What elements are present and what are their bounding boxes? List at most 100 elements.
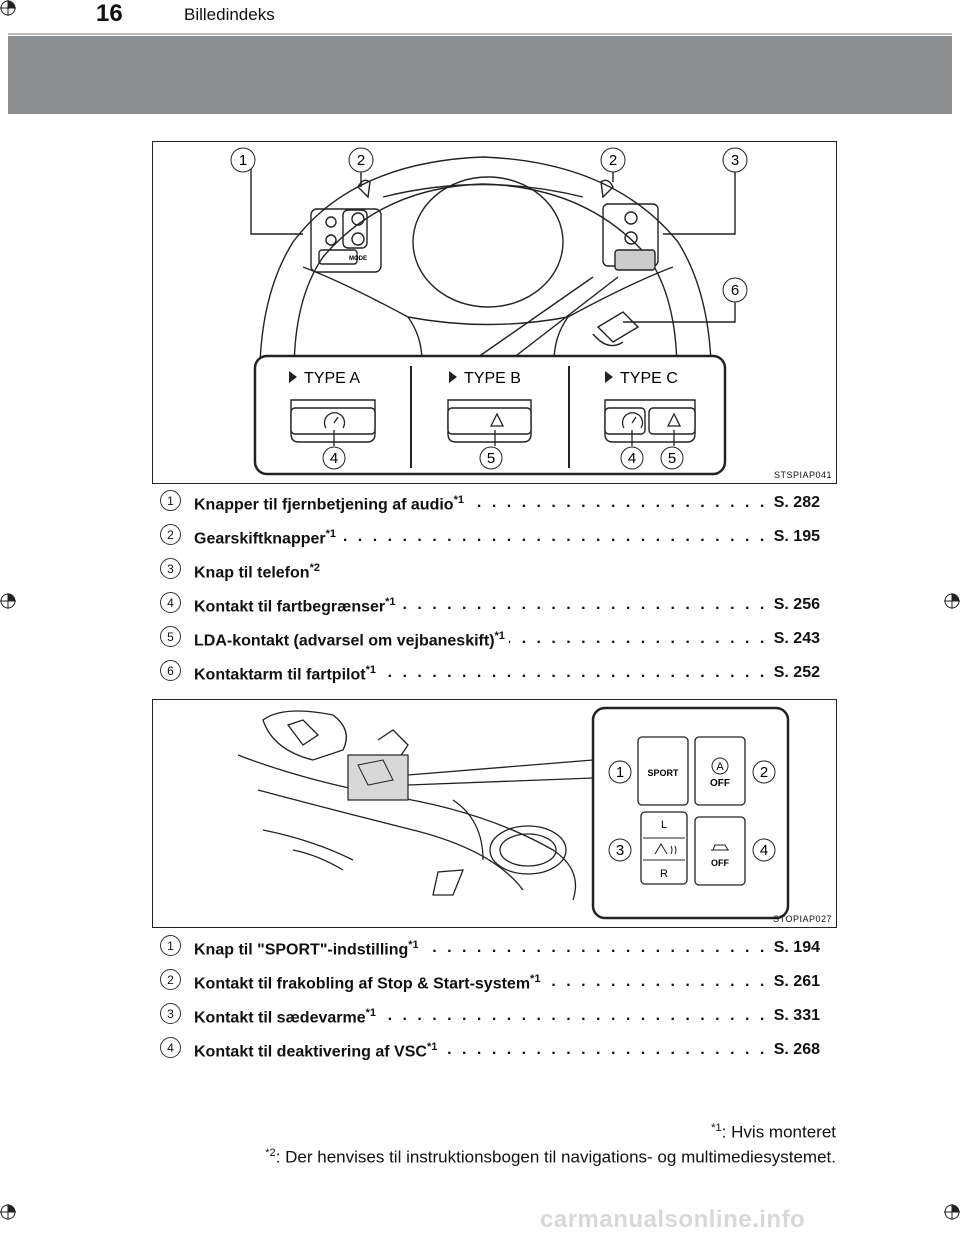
item-page-ref[interactable]: S. 243 [769, 630, 820, 648]
steering-controls-list: 1 . . . . . . . . . . . . . . . . . . . … [160, 488, 820, 692]
switch-detail-panel [591, 706, 790, 920]
item-footnote-mark: *1 [494, 630, 505, 642]
item-number-badge: 3 [160, 1003, 181, 1024]
figure-code: STOPIAP027 [773, 914, 832, 924]
item-number-badge: 6 [160, 660, 181, 681]
callout-3: 3 [616, 842, 624, 859]
type-b-label: TYPE B [464, 370, 521, 387]
list-item: 1 . . . . . . . . . . . . . . . . . . . … [160, 933, 820, 967]
item-footnote-mark: *1 [426, 1041, 438, 1053]
list-item: 3 Knap til telefon*2 [160, 556, 820, 590]
header-bar [8, 36, 952, 114]
callout-4b: 4 [628, 450, 636, 467]
item-label: Kontaktarm til fartpilot [194, 666, 366, 684]
item-number-badge: 4 [160, 1037, 181, 1058]
callouts-top: 1 2 2 3 6 [230, 147, 748, 303]
vsc-icon [711, 844, 729, 851]
callout-1: 1 [616, 764, 624, 781]
item-label: Kontakt til fartbegrænser [194, 598, 386, 616]
auto-icon-letter: A [716, 761, 724, 773]
list-item: 2 . . . . . . . . . . . . . . . . . . . … [160, 967, 820, 1001]
registration-mark-icon [0, 0, 16, 16]
list-item: 4 . . . . . . . . . . . . . . . . . . . … [160, 1035, 820, 1069]
sport-button [637, 736, 689, 806]
callout-2a: 2 [357, 152, 365, 169]
callout-2: 2 [760, 764, 768, 781]
seat-heater-switch [640, 811, 688, 885]
type-c-arrow-icon [605, 371, 613, 383]
steering-wheel-illustration: MODE 1 2 2 3 6 TYPE A TYPE B TYPE C [230, 147, 748, 476]
stop-start-off-button [694, 736, 746, 806]
type-b-arrow-icon [449, 371, 457, 383]
registration-mark-icon [0, 1204, 16, 1220]
vsc-off-button [694, 816, 746, 886]
item-page-ref[interactable]: S. 194 [769, 939, 820, 957]
list-item: 4 . . . . . . . . . . . . . . . . . . . … [160, 590, 820, 624]
callout-4a: 4 [330, 450, 338, 467]
item-footnote-mark: *1 [408, 939, 419, 951]
item-number-badge: 5 [160, 626, 181, 647]
item-footnote-mark: *1 [530, 973, 541, 985]
seat-left-label: L [661, 819, 667, 831]
header-rule [8, 33, 952, 35]
callout-2b: 2 [609, 152, 617, 169]
item-page-ref[interactable]: S. 282 [769, 494, 820, 512]
lda-icon [489, 412, 505, 427]
footnote-1: *1: Hvis monteret [711, 1122, 836, 1143]
seat-heater-icon [654, 843, 677, 855]
callout-1: 1 [239, 152, 247, 169]
page-number: 16 [96, 0, 123, 27]
console-controls-list: 1 . . . . . . . . . . . . . . . . . . . … [160, 933, 820, 1069]
center-console-illustration: SPORT A OFF L R OFF 1 2 3 4 [237, 706, 790, 920]
steering-wheel-figure: MODE 1 2 2 3 6 TYPE A TYPE B TYPE C [152, 141, 837, 484]
item-number-badge: 1 [160, 490, 181, 511]
footnote-2: *2: Der henvises til instruktionsbogen t… [265, 1147, 836, 1168]
item-footnote-mark: *1 [365, 1007, 377, 1019]
item-label: Kontakt til sædevarme [194, 1009, 366, 1027]
item-label: Knapper til fjernbetjening af audio [194, 496, 454, 514]
item-label: Kontakt til frakobling af Stop & Start-s… [194, 975, 531, 993]
item-footnote-mark: *1 [325, 528, 337, 540]
item-page-ref[interactable]: S. 268 [769, 1041, 820, 1059]
item-label: Gearskiftknapper [194, 530, 326, 548]
item-page-ref[interactable]: S. 261 [769, 973, 820, 991]
figure-code: STSPIAP041 [773, 470, 832, 480]
center-console-figure: SPORT A OFF L R OFF 1 2 3 4 STOPIAP027 [152, 699, 837, 928]
item-footnote-mark: *1 [365, 664, 376, 676]
item-number-badge: 4 [160, 592, 181, 613]
item-page-ref[interactable]: S. 256 [769, 596, 820, 614]
lda-icon [666, 412, 682, 427]
callout-5b: 5 [668, 450, 676, 467]
item-number-badge: 1 [160, 935, 181, 956]
footnote-mark: *2 [265, 1147, 276, 1159]
item-label: Knap til telefon [194, 564, 310, 582]
footnote-mark: *1 [711, 1122, 722, 1134]
item-page-ref[interactable]: S. 252 [769, 664, 820, 682]
mode-button-label: MODE [349, 256, 367, 262]
item-number-badge: 2 [160, 969, 181, 990]
console-callouts: 1 2 3 4 [608, 760, 776, 862]
callout-5a: 5 [487, 450, 495, 467]
callout-4: 4 [760, 842, 768, 859]
section-title: Billedindeks [184, 5, 275, 24]
item-page-ref[interactable]: S. 195 [769, 528, 820, 546]
registration-mark-icon [0, 593, 16, 609]
speed-limiter-icon [323, 412, 346, 429]
seat-right-label: R [660, 868, 668, 880]
item-number-badge: 2 [160, 524, 181, 545]
footnote-text: : Hvis monteret [721, 1122, 836, 1142]
item-footnote-mark: *1 [385, 596, 396, 608]
type-c-label: TYPE C [620, 370, 678, 387]
item-label: LDA-kontakt (advarsel om vejbaneskift) [194, 632, 495, 650]
sport-label: SPORT [647, 768, 679, 778]
item-footnote-mark: *2 [309, 562, 320, 574]
console-switch-area [347, 754, 409, 801]
callout-3: 3 [731, 152, 739, 169]
list-item: 6 . . . . . . . . . . . . . . . . . . . … [160, 658, 820, 692]
watermark: carmanualsonline.info [540, 1206, 806, 1233]
item-page-ref[interactable]: S. 331 [769, 1007, 820, 1025]
item-label: Kontakt til deaktivering af VSC [194, 1043, 427, 1061]
item-label: Knap til "SPORT"-indstilling [194, 941, 409, 959]
registration-mark-icon [944, 593, 960, 609]
footnote-text: : Der henvises til instruktionsbogen til… [275, 1147, 836, 1167]
